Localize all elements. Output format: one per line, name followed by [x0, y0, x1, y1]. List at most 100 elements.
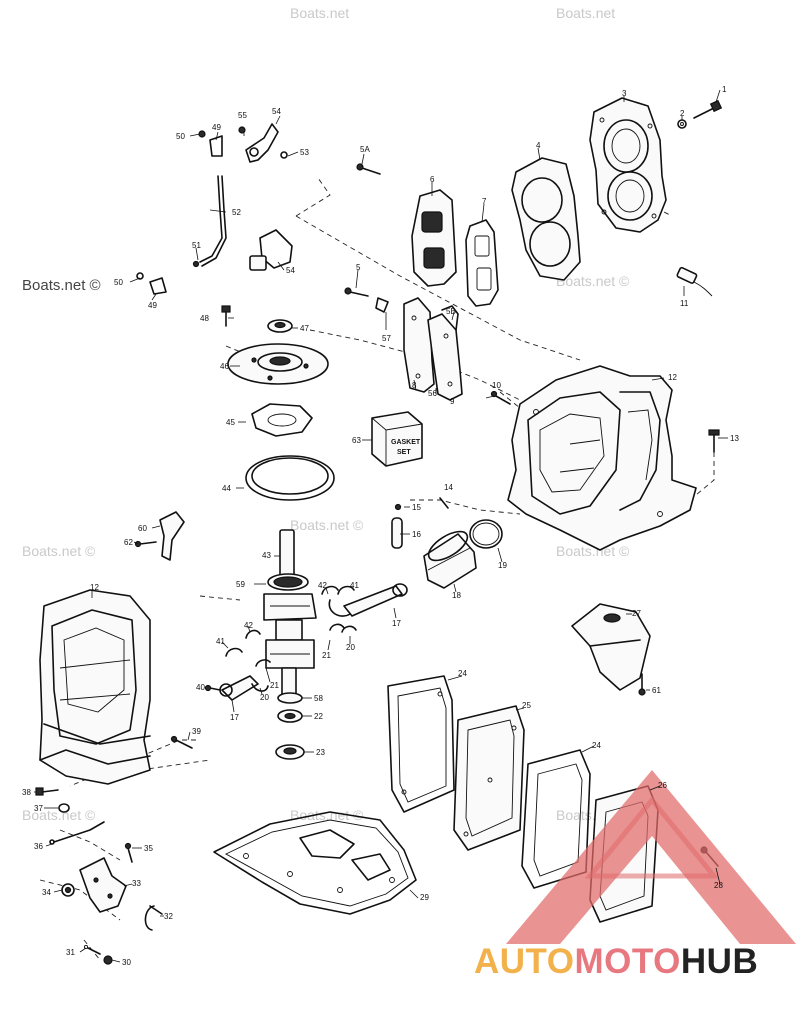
plate-gasket: [251, 403, 313, 437]
callout-9: 9: [450, 397, 455, 406]
callout-7: 7: [482, 197, 487, 206]
callout-56: 56: [428, 389, 437, 398]
callout-29: 29: [420, 893, 429, 902]
washer: [677, 119, 687, 129]
cylinder-head-cover: [589, 97, 667, 233]
rod-cap-and-bearings: [225, 585, 357, 667]
callout-55: 55: [238, 111, 247, 120]
watermark-text: Boats.net: [290, 5, 349, 21]
callout-16: 16: [412, 530, 421, 539]
callout-14: 14: [444, 483, 453, 492]
screw-5a: [356, 163, 381, 175]
callout-25: 25: [522, 701, 531, 710]
callout-33: 33: [132, 879, 141, 888]
screw-35: [124, 842, 133, 863]
callout-23: 23: [316, 748, 325, 757]
callout-45: 45: [226, 418, 235, 427]
callout-38: 38: [22, 788, 31, 797]
callout-5a: 5A: [360, 145, 370, 154]
callout-26: 26: [658, 781, 667, 790]
screw-48: [221, 305, 231, 327]
callout-28: 28: [714, 881, 723, 890]
callout-32: 32: [164, 912, 173, 921]
callout-18: 18: [452, 591, 461, 600]
callout-19: 19: [498, 561, 507, 570]
bolt-61: [638, 673, 646, 696]
callout-41: 41: [350, 581, 359, 590]
callout-43: 43: [262, 551, 271, 560]
washer-37: [58, 803, 70, 813]
callout-21: 21: [322, 651, 331, 660]
callout-12: 12: [90, 583, 99, 592]
callout-34: 34: [42, 888, 51, 897]
callout-50: 50: [176, 132, 185, 141]
head-gasket: [511, 157, 581, 281]
callout-30: 30: [122, 958, 131, 967]
temperature-switch: [676, 266, 713, 297]
callout-8: 8: [412, 381, 417, 390]
callout-62: 62: [124, 538, 133, 547]
callout-24: 24: [592, 741, 601, 750]
callout-63: 63: [352, 436, 361, 445]
callout-49: 49: [148, 301, 157, 310]
callout-42: 42: [318, 581, 327, 590]
exhaust-gasket-24-a: [387, 675, 455, 813]
piston-pin: [391, 517, 403, 549]
reed-plate: [411, 189, 457, 287]
callout-2: 2: [680, 109, 685, 118]
bracket-60: [134, 511, 185, 561]
head-bolt: [693, 99, 723, 119]
spring-32: [144, 905, 163, 931]
callout-1: 1: [722, 85, 727, 94]
piston-pin-clip: [394, 497, 449, 511]
watermark-text: Boats.net ©: [556, 273, 630, 289]
callout-54: 54: [272, 107, 281, 116]
callout-36: 36: [34, 842, 43, 851]
gasket-set-box: GASKET SET: [371, 411, 423, 467]
screw-10: [490, 390, 511, 405]
clip-31: [83, 944, 101, 955]
crankcase-gasket: [213, 811, 417, 915]
brand-word-hub: HUB: [680, 942, 759, 981]
callout-numbers: 1 2 3 4 5 6 7 8 9 10 11 12 12 13 14 15 1…: [22, 85, 739, 967]
brand-word-auto: AUTO: [474, 942, 575, 981]
callout-12: 12: [668, 373, 677, 382]
nut-34: [61, 883, 75, 897]
callout-22: 22: [314, 712, 323, 721]
callout-11: 11: [680, 299, 689, 308]
watermark-text: Boats.net ©: [290, 807, 364, 823]
callout-17: 17: [392, 619, 401, 628]
callout-40: 40: [196, 683, 205, 692]
watermark-text: Boats.net: [556, 5, 615, 21]
gasket-set-label: SET: [397, 449, 411, 456]
callout-15: 15: [412, 503, 421, 512]
bolt-40: [204, 684, 221, 692]
callout-37: 37: [34, 804, 43, 813]
callout-13: 13: [730, 434, 739, 443]
callout-46: 46: [220, 362, 229, 371]
callout-47: 47: [300, 324, 309, 333]
callout-24: 24: [458, 669, 467, 678]
callout-17: 17: [230, 713, 239, 722]
seal-23: [275, 744, 305, 760]
callout-20: 20: [260, 693, 269, 702]
brand-watermark: AUTOMOTOHUB: [474, 944, 758, 979]
screw-5: [344, 287, 389, 313]
nut-30: [103, 955, 113, 965]
watermark-text: Boats.net ©: [290, 517, 364, 533]
reed-gasket: [465, 219, 499, 307]
callout-3: 3: [622, 89, 627, 98]
piston-rings: [469, 519, 503, 549]
bolt-13: [708, 429, 720, 453]
callout-61: 61: [652, 686, 661, 695]
callout-53: 53: [300, 148, 309, 157]
bolt-38: [35, 787, 59, 796]
link-rod-36: [49, 821, 105, 845]
callout-6: 6: [430, 175, 435, 184]
lower-bearing-22: [277, 709, 303, 723]
oil-seal: [267, 319, 293, 333]
callout-59: 59: [236, 580, 245, 589]
callout-54: 54: [286, 266, 295, 275]
crankshaft: [263, 529, 317, 695]
callout-10: 10: [492, 381, 501, 390]
